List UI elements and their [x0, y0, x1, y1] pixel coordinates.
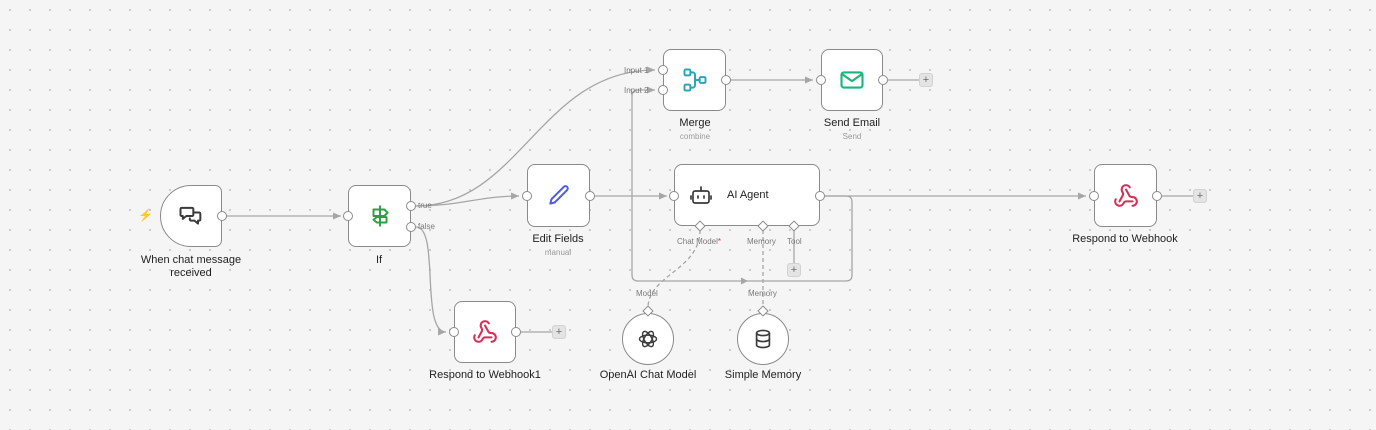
openai-chat-model-label: OpenAI Chat Model — [599, 369, 697, 381]
send-email-input-handle[interactable] — [816, 75, 826, 85]
respond-webhook1-add-button[interactable]: + — [552, 325, 566, 339]
openai-model-port-label: Model — [636, 289, 658, 298]
respond-webhook1-label: Respond to Webhook1 — [429, 369, 541, 381]
ai-agent-title: AI Agent — [727, 189, 769, 201]
node-ai-agent[interactable]: AI Agent — [674, 164, 820, 226]
edit-fields-label: Edit Fields — [532, 233, 584, 245]
respond-webhook1-output-handle[interactable] — [511, 327, 521, 337]
respond-webhook-label: Respond to Webhook — [1072, 233, 1178, 245]
merge-label: Merge — [679, 117, 711, 129]
node-chat-trigger[interactable] — [160, 185, 222, 247]
respond-webhook1-input-handle[interactable] — [449, 327, 459, 337]
node-edit-fields[interactable] — [527, 164, 590, 227]
send-email-add-button[interactable]: + — [919, 73, 933, 87]
node-respond-webhook[interactable] — [1094, 164, 1157, 227]
edit-fields-sublabel: manual — [544, 248, 572, 257]
respond-webhook-input-handle[interactable] — [1089, 191, 1099, 201]
respond-webhook-add-button[interactable]: + — [1193, 189, 1207, 203]
pencil-icon — [548, 184, 569, 205]
database-icon — [755, 329, 771, 349]
chat-trigger-label: When chat message received — [140, 254, 242, 279]
ai-agent-tool-add-button[interactable]: + — [787, 263, 801, 277]
merge-input2-label: Input 2 — [624, 86, 649, 95]
simple-memory-label: Simple Memory — [724, 369, 802, 381]
envelope-icon — [840, 71, 864, 89]
node-if[interactable] — [348, 185, 411, 247]
chat-bubbles-icon — [179, 206, 202, 225]
openai-icon — [638, 330, 658, 348]
if-label: If — [375, 254, 383, 266]
chat-trigger-output-handle[interactable] — [217, 211, 227, 221]
send-email-output-handle[interactable] — [878, 75, 888, 85]
node-simple-memory[interactable] — [737, 313, 789, 365]
ai-agent-chat-model-label: Chat Model — [677, 237, 721, 246]
edit-fields-output-handle[interactable] — [585, 191, 595, 201]
send-email-sublabel: Send — [842, 132, 862, 141]
if-true-output-handle[interactable] — [406, 201, 416, 211]
node-merge[interactable] — [663, 49, 726, 111]
signpost-icon — [372, 205, 389, 227]
merge-sublabel: combine — [679, 132, 711, 141]
ai-agent-input-handle[interactable] — [669, 191, 679, 201]
webhook-icon — [1113, 183, 1138, 207]
if-false-port-label: false — [418, 222, 435, 231]
send-email-label: Send Email — [823, 117, 881, 129]
respond-webhook-output-handle[interactable] — [1152, 191, 1162, 201]
trigger-bolt-icon: ⚡ — [138, 208, 153, 222]
merge-input1-label: Input 1 — [624, 66, 649, 75]
edit-fields-input-handle[interactable] — [522, 191, 532, 201]
wire-if-false-to-webhook1 — [415, 226, 447, 336]
webhook-icon — [473, 320, 497, 343]
merge-input1-handle[interactable] — [658, 65, 668, 75]
wire-openai-to-chat-model — [647, 229, 701, 309]
simple-memory-port-label: Memory — [748, 289, 777, 298]
merge-input2-handle[interactable] — [658, 85, 668, 95]
robot-icon — [690, 186, 712, 204]
merge-output-handle[interactable] — [721, 75, 731, 85]
ai-agent-output-handle[interactable] — [815, 191, 825, 201]
node-send-email[interactable] — [821, 49, 883, 111]
wire-if-true-to-merge — [415, 66, 656, 207]
node-openai-chat-model[interactable] — [622, 313, 674, 365]
if-true-port-label: true — [418, 201, 432, 210]
wire-if-true-to-edit-fields — [415, 192, 520, 207]
node-respond-webhook1[interactable] — [454, 301, 516, 363]
merge-icon — [683, 68, 706, 92]
ai-agent-tool-label: Tool — [787, 237, 802, 246]
ai-agent-memory-label: Memory — [747, 237, 776, 246]
if-input-handle[interactable] — [343, 211, 353, 221]
if-false-output-handle[interactable] — [406, 222, 416, 232]
